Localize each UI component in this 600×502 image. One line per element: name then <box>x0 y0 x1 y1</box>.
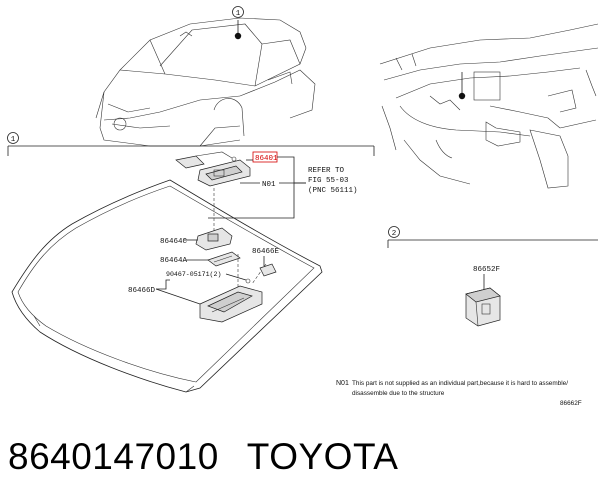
callout-circle <box>7 132 19 144</box>
label-86401: 86401 <box>255 155 278 163</box>
part-86464a <box>207 251 241 267</box>
callout-number: 2 <box>392 230 397 238</box>
label-86652f: 86652F <box>473 266 500 274</box>
note-code: N01 <box>336 380 349 387</box>
car-illustration <box>95 17 316 147</box>
callout-circle <box>388 226 400 238</box>
caption: 8640147010 TOYOTA <box>8 432 598 482</box>
note-line-1: This part is not supplied as an individu… <box>352 380 568 387</box>
part-86466d <box>199 285 263 323</box>
part-number: 8640147010 <box>8 436 219 477</box>
leader-line <box>225 273 247 281</box>
location-dot <box>458 92 466 100</box>
refer-text-1: REFER TO <box>308 167 345 175</box>
alignment-line <box>251 263 267 285</box>
label-86466d: 86466D <box>128 287 156 295</box>
label-86464c: 86464C <box>160 238 188 246</box>
leader-line <box>155 288 201 305</box>
callout-number: 1 <box>11 136 16 144</box>
refer-text-3: (PNC 56111) <box>308 187 358 195</box>
brand-name: TOYOTA <box>246 436 399 477</box>
bracket-line <box>156 279 170 290</box>
dashboard-illustration <box>379 23 599 189</box>
rain-sensor-bracket-assembly <box>175 151 251 187</box>
callout-number: 1 <box>236 10 241 18</box>
bracket-line <box>208 156 295 219</box>
part-86464c <box>195 227 233 251</box>
windshield <box>11 179 323 393</box>
location-dot <box>234 32 242 40</box>
clip-icon <box>245 278 251 284</box>
note-line-2: disassemble due to the structure <box>352 390 445 397</box>
label-86464a: 86464A <box>160 257 188 265</box>
refer-text-2: FIG 55-03 <box>308 177 349 185</box>
part-86652f <box>465 287 501 327</box>
figure-id: 86662F <box>560 400 582 407</box>
label-86466e: 86466E <box>252 248 280 256</box>
label-90467: 90467-05171(2) <box>166 271 221 278</box>
label-n01: N01 <box>262 181 276 189</box>
part-86466e <box>259 263 277 277</box>
callout-circle <box>232 6 244 18</box>
